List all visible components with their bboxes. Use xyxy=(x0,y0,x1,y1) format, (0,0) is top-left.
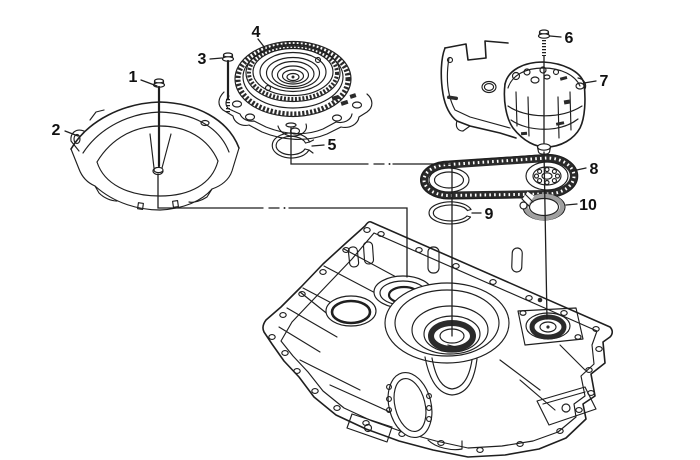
seal-10-tab xyxy=(519,201,528,210)
callout-5: 5 xyxy=(328,137,337,154)
pump-bracket xyxy=(440,40,517,139)
transmission-case xyxy=(262,220,614,458)
case-window xyxy=(386,372,433,438)
seal-ring-9 xyxy=(428,201,472,225)
leader-2 xyxy=(64,130,79,137)
assembly-line-bolt1-to-upper-bore xyxy=(157,173,408,278)
assembly-line-seal5-to-central-bore xyxy=(290,127,453,337)
callout-10: 10 xyxy=(579,197,597,214)
snap-ring-5 xyxy=(271,132,315,159)
callout-4: 4 xyxy=(252,24,261,41)
callout-7: 7 xyxy=(600,73,609,90)
case-right-bore xyxy=(517,307,584,346)
callouts: 1 2 3 4 5 6 7 8 9 10 xyxy=(52,24,609,223)
pump-rim-tab xyxy=(577,77,587,90)
callout-9: 9 xyxy=(485,206,494,223)
case-central-bore xyxy=(384,282,510,364)
bolt-3 xyxy=(221,52,235,113)
assembly-line-bolt6-to-right-bore xyxy=(543,55,548,320)
leader-4 xyxy=(257,38,266,49)
case-left-bore xyxy=(325,295,377,327)
chain-right-sprocket xyxy=(525,161,569,191)
case-lower-bosses xyxy=(346,356,597,451)
leader-1 xyxy=(140,79,158,87)
callout-1: 1 xyxy=(129,69,138,86)
callout-6: 6 xyxy=(565,30,574,47)
callout-3: 3 xyxy=(198,51,207,68)
drive-chain xyxy=(420,153,579,200)
bolt-6 xyxy=(537,29,551,56)
leader-7 xyxy=(583,80,597,84)
chain-left-ring xyxy=(428,167,470,193)
leader-6 xyxy=(549,35,562,38)
shield-left-tab xyxy=(70,129,85,152)
converter-shield xyxy=(70,101,240,211)
leader-8 xyxy=(571,167,587,172)
callout-2: 2 xyxy=(52,122,61,139)
bolt-1 xyxy=(152,78,166,174)
gear-assembly xyxy=(218,40,373,140)
seal-ring-10 xyxy=(519,191,566,221)
callout-8: 8 xyxy=(590,161,599,178)
assembly-lines xyxy=(157,55,548,337)
leader-3 xyxy=(209,57,223,60)
pump-body xyxy=(503,61,587,155)
leader-10 xyxy=(565,203,578,206)
pump-and-bracket xyxy=(440,40,587,155)
case-rim-bolt-holes xyxy=(268,227,603,453)
leader-5 xyxy=(311,144,325,147)
